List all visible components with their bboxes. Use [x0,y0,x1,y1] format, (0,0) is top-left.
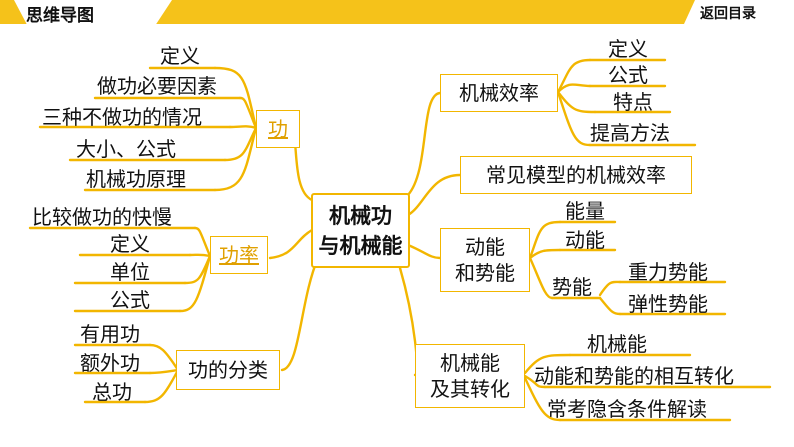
power-item-formula: 公式 [110,288,150,312]
potential-item-elastic: 弹性势能 [628,292,708,316]
title-tab [14,0,172,24]
power-item-definition: 定义 [110,232,150,256]
kinetic-potential-line2: 和势能 [455,261,515,285]
work-types-label: 功的分类 [188,358,268,382]
power-item-compare: 比较做功的快慢 [32,205,172,229]
power-link-label[interactable]: 功率 [219,243,259,267]
kinetic-potential-box: 动能 和势能 [440,228,530,292]
work-item-definition: 定义 [160,44,200,68]
conversion-item-mechanical: 机械能 [587,332,647,356]
potential-item-gravity: 重力势能 [628,260,708,284]
efficiency-item-definition: 定义 [608,37,648,61]
work-type-total: 总功 [92,380,132,404]
power-link-box[interactable]: 功率 [210,236,268,274]
work-link-label[interactable]: 功 [268,117,288,141]
energy-item-potential: 势能 [552,275,592,299]
power-item-unit: 单位 [110,260,150,284]
common-models-label: 常见模型的机械效率 [486,163,666,187]
efficiency-item-features: 特点 [613,90,653,114]
efficiency-box: 机械效率 [440,74,558,112]
back-tab [684,0,794,24]
mechanical-energy-line2: 及其转化 [430,377,510,401]
work-type-useful: 有用功 [80,322,140,346]
work-item-formula: 大小、公式 [76,137,176,161]
mechanical-energy-line1: 机械能 [440,351,500,375]
work-item-necessary-factors: 做功必要因素 [97,74,217,98]
center-topic-line2: 与机械能 [318,233,403,258]
work-item-no-work-cases: 三种不做功的情况 [42,105,202,129]
center-topic-box: 机械功 与机械能 [311,193,410,268]
common-models-box: 常见模型的机械效率 [460,156,692,194]
energy-item-energy: 能量 [565,199,605,223]
kinetic-potential-line1: 动能 [465,235,505,259]
mechanical-energy-box: 机械能 及其转化 [415,344,525,408]
work-types-box: 功的分类 [176,350,280,390]
efficiency-item-formula: 公式 [608,63,648,87]
page-title: 思维导图 [26,6,94,26]
work-type-extra: 额外功 [80,351,140,375]
work-link-box[interactable]: 功 [256,110,300,148]
back-to-contents-button[interactable]: 返回目录 [700,6,756,22]
conversion-item-hidden-conditions: 常考隐含条件解读 [547,397,707,421]
center-topic-line1: 机械功 [329,203,392,228]
energy-item-kinetic: 动能 [565,228,605,252]
conversion-item-mutual: 动能和势能的相互转化 [534,364,734,388]
efficiency-label: 机械效率 [459,81,539,105]
efficiency-item-improve: 提高方法 [590,121,670,145]
work-item-principle: 机械功原理 [86,167,186,191]
